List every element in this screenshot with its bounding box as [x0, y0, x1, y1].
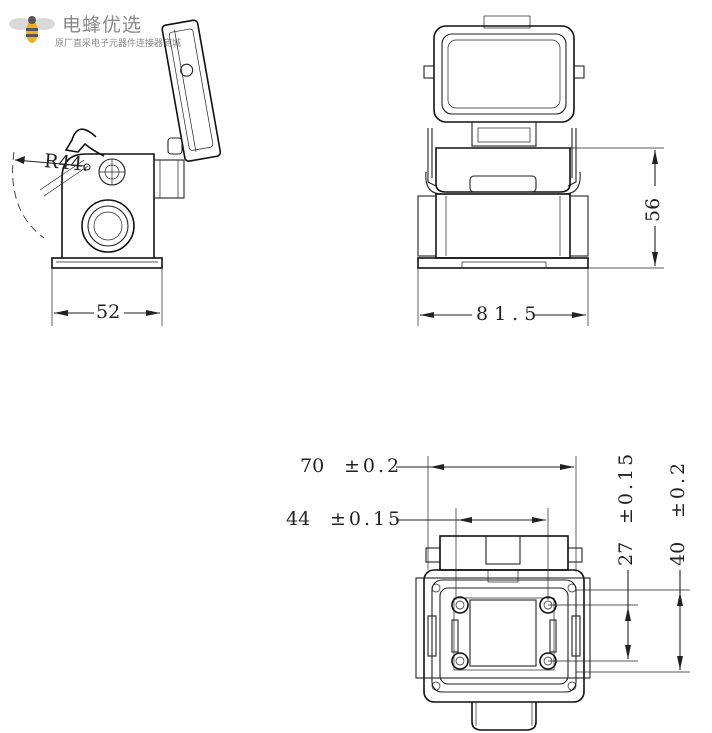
top-outer-height-label: 40 [667, 541, 689, 566]
brand-tagline: 原厂直采电子元器件连接器商城 [55, 39, 182, 49]
side-width-label: 52 [96, 301, 121, 323]
top-outer-height-tol: ±0.2 [667, 459, 689, 518]
top-outer-width-tol: ±0.2 [344, 455, 403, 477]
top-inner-height-label: 27 [615, 541, 637, 566]
top-inner-width-tol: ±0.15 [330, 508, 404, 530]
radius-label: R44. [43, 150, 90, 176]
brand-name: 电蜂优选 [62, 14, 143, 36]
top-inner-width-label: 44 [286, 508, 311, 530]
top-inner-height-tol: ±0.15 [615, 450, 637, 524]
top-view [396, 456, 690, 731]
brand-logo: 电蜂优选 原厂直采电子元器件连接器商城 [8, 6, 181, 50]
front-height-label: 56 [642, 197, 664, 222]
bee-logo-icon [9, 16, 55, 43]
side-view [12, 19, 222, 326]
top-outer-width-label: 70 [300, 455, 325, 477]
front-view [417, 15, 664, 326]
front-width-label: 81.5 [476, 303, 543, 325]
